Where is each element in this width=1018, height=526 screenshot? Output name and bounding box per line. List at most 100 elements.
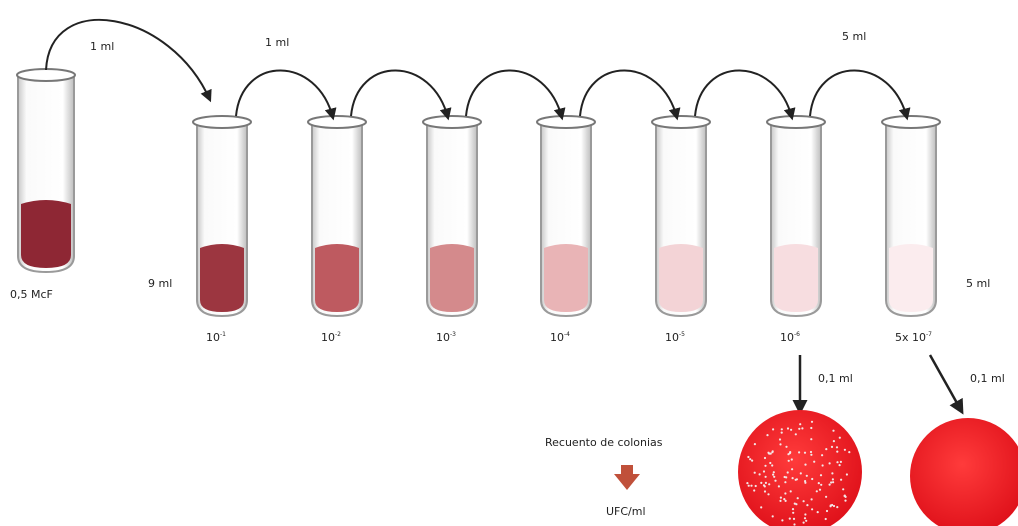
colony-dot (798, 451, 800, 453)
colony-dot (804, 464, 806, 466)
colony-dot (811, 421, 813, 423)
tube-liquid (889, 244, 933, 312)
dilution-label-1: 10-1 (206, 331, 226, 344)
colony-dot (785, 446, 787, 448)
colony-dot (779, 443, 781, 445)
dilution-exponent: -7 (926, 331, 932, 338)
dilution-label-4: 10-4 (550, 331, 570, 344)
tube-liquid (659, 244, 703, 312)
colony-dot (783, 498, 785, 500)
colony-dot (772, 428, 774, 430)
colony-dot (793, 518, 795, 520)
transfer-first-label: 1 ml (90, 40, 114, 53)
dilution-base: 10 (550, 331, 564, 344)
transfer-last-label: 5 ml (842, 30, 866, 43)
colony-dot (830, 504, 832, 506)
stock-liquid (21, 200, 71, 268)
colony-dot (772, 515, 774, 517)
tube-liquid (430, 244, 474, 312)
colony-dot (810, 454, 812, 456)
colony-dot (842, 488, 844, 490)
curved-arrow-icon (351, 70, 448, 118)
tube-liquid (544, 244, 588, 312)
dilution-base: 10 (665, 331, 679, 344)
test-tube-icon (537, 116, 595, 316)
colony-dot (839, 437, 841, 439)
colony-dot (789, 451, 791, 453)
dilution-base: 10 (780, 331, 794, 344)
petri-dish-a (738, 410, 862, 526)
colony-dot (831, 446, 833, 448)
colony-dot (769, 462, 771, 464)
dilution-exponent: -5 (679, 331, 685, 338)
colony-dot (829, 462, 831, 464)
colony-dot (781, 428, 783, 430)
petri-dish-icon (738, 410, 862, 526)
colony-dot (748, 485, 750, 487)
colony-dot (825, 448, 827, 450)
test-tube-icon (17, 69, 75, 272)
plating-volume-a: 0,1 ml (818, 372, 853, 385)
colony-dot (774, 480, 776, 482)
volume-left-label: 9 ml (148, 277, 172, 290)
colony-dot (810, 451, 812, 453)
dilution-tube-3 (423, 116, 481, 316)
colony-dot (771, 451, 773, 453)
colony-dot (792, 512, 794, 514)
colony-dot (813, 461, 815, 463)
test-tube-icon (882, 116, 940, 316)
colony-dot (844, 495, 846, 497)
colony-dot (764, 485, 766, 487)
colony-dot (820, 474, 822, 476)
colony-dot (804, 480, 806, 482)
test-tube-icon (423, 116, 481, 316)
colony-dot (804, 517, 806, 519)
test-tube-icon (193, 116, 251, 316)
stock-tube (17, 69, 75, 272)
colony-dot (790, 490, 792, 492)
petri-dish-b (910, 418, 1018, 526)
colony-dot (779, 500, 781, 502)
colony-dot (844, 500, 846, 502)
colony-dot (811, 478, 813, 480)
dilution-tube-4 (537, 116, 595, 316)
dilution-base: 10 (321, 331, 335, 344)
colony-dot (844, 449, 846, 451)
dilution-tube-1 (193, 116, 251, 316)
dilution-base: 10 (206, 331, 220, 344)
dilution-label-7: 5x 10-7 (895, 331, 932, 344)
colony-dot (772, 474, 774, 476)
colony-dot (795, 479, 797, 481)
colony-dot (785, 476, 787, 478)
colony-dot (791, 458, 793, 460)
colony-dot (795, 433, 797, 435)
dilution-base: 5x 10 (895, 331, 926, 344)
tube-liquid (774, 244, 818, 312)
colony-dot (788, 460, 790, 462)
colony-dot (767, 493, 769, 495)
colony-dot (800, 472, 802, 474)
colony-dot (766, 434, 768, 436)
colony-dot (816, 490, 818, 492)
dilution-exponent: -6 (794, 331, 800, 338)
colony-dot (778, 485, 780, 487)
colony-dot (792, 508, 794, 510)
plating-volume-b: 0,1 ml (970, 372, 1005, 385)
dilution-tube-2 (308, 116, 366, 316)
colony-dot (765, 482, 767, 484)
colony-dot (750, 485, 752, 487)
colony-dot (806, 475, 808, 477)
colony-dot (819, 489, 821, 491)
dilution-label-2: 10-2 (321, 331, 341, 344)
colony-dot (822, 464, 824, 466)
dilution-base: 10 (436, 331, 450, 344)
colony-dot (840, 461, 842, 463)
colony-dot (833, 440, 835, 442)
tube-liquid (200, 244, 244, 312)
colony-dot (781, 432, 783, 434)
colony-dot (836, 461, 838, 463)
colony-dot (784, 492, 786, 494)
colony-dot (764, 490, 766, 492)
dilution-tube-6 (767, 116, 825, 316)
